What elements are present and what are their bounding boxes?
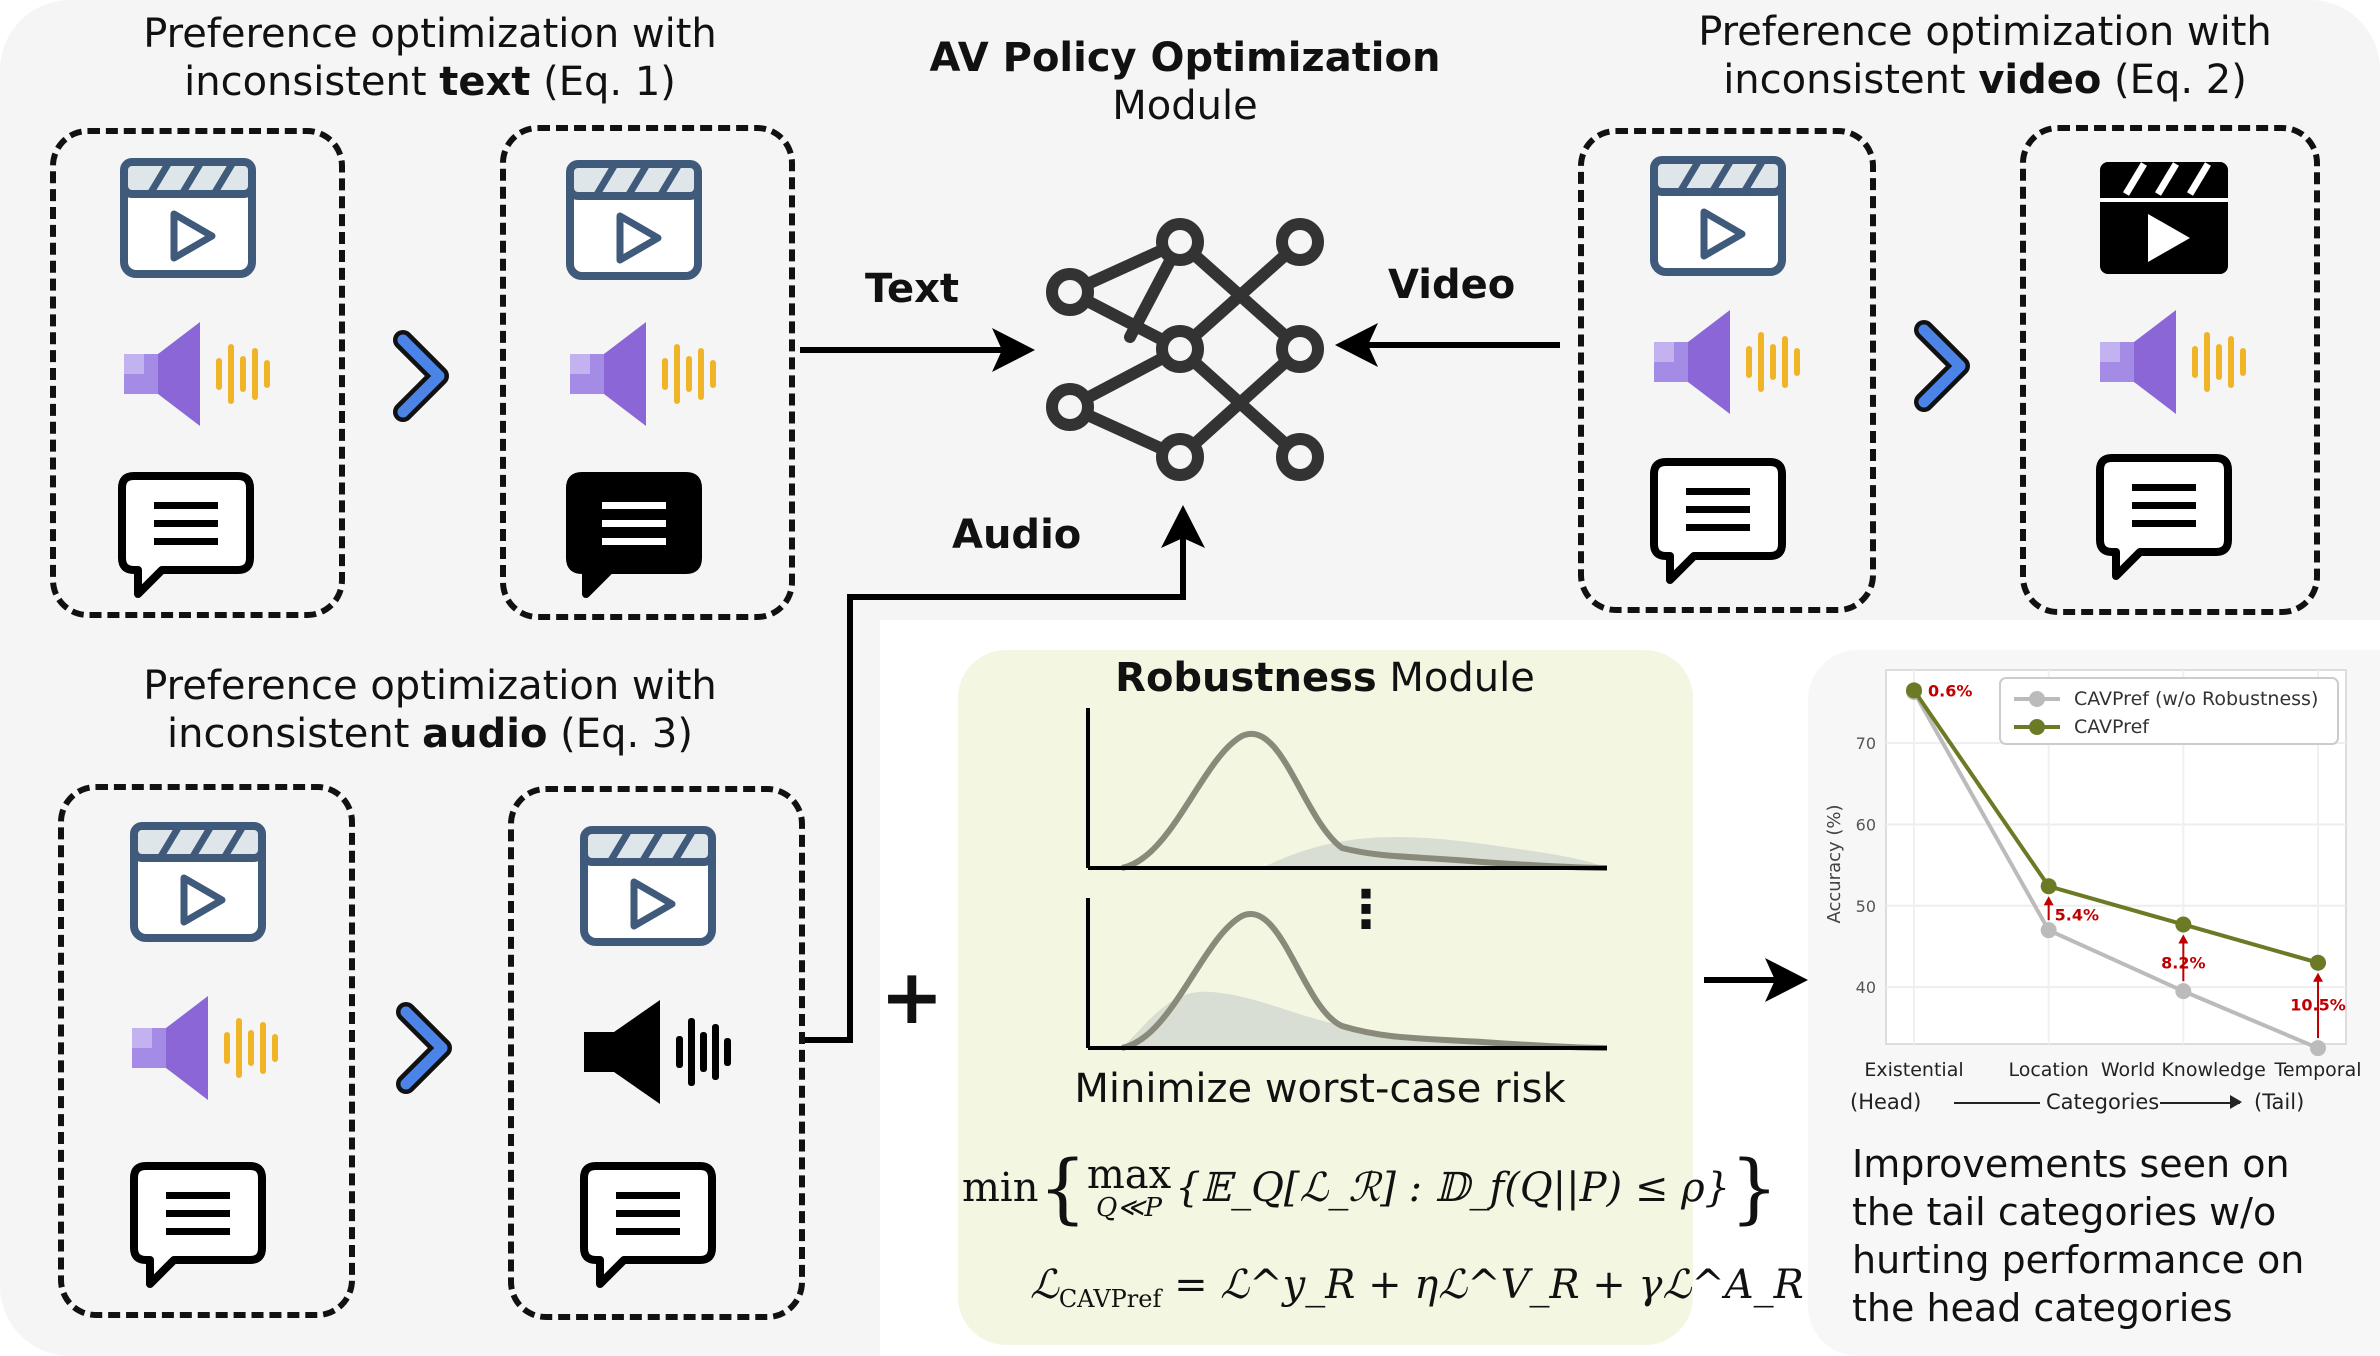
y-tick-label: 40 [1856, 978, 1876, 997]
x-tick-label: Existential [1864, 1059, 1963, 1081]
improvement-arrowhead [2043, 896, 2054, 906]
x-tick-label: Location [2008, 1059, 2088, 1081]
y-tick-label: 50 [1856, 897, 1876, 916]
video-panel-title: Preference optimization with inconsisten… [1698, 9, 2272, 103]
axis-note-categories: Categories [2046, 1090, 2160, 1114]
robustness-caption: Minimize worst-case risk [1074, 1066, 1566, 1112]
distribution-plot-top [1086, 708, 1608, 871]
video-preferred-box [1578, 128, 1876, 613]
text-arrow-label: Text [865, 266, 960, 312]
text-rejected-box [500, 125, 795, 620]
audio-arrow-label: Audio [952, 512, 1082, 558]
series-line [1912, 690, 2319, 1050]
data-point [1906, 682, 1922, 699]
improvement-label: 5.4% [2055, 905, 2099, 924]
x-tick-label: World Knowledge [2101, 1059, 2266, 1081]
legend: CAVPref (w/o Robustness) CAVPref [1999, 677, 2339, 745]
data-point [2310, 954, 2326, 971]
improvement-label: 0.6% [1928, 681, 1972, 700]
robustness-panel [958, 650, 1693, 1345]
y-tick-label: 70 [1856, 734, 1876, 753]
data-point [2175, 983, 2192, 1000]
robustness-module-title: Robustness Module [1115, 655, 1535, 701]
audio-panel-title: Preference optimization with inconsisten… [143, 663, 717, 757]
neural-network-icon [1046, 218, 1324, 481]
equation-dro: min { max Q≪P {𝔼_Q[ℒ_ℛ] : 𝔻_f(Q||P) ≤ ρ}… [962, 1143, 1779, 1232]
chart-caption: Improvements seen on the tail categories… [1852, 1142, 2305, 1330]
axis-note-tail: (Tail) [2254, 1090, 2305, 1114]
axis-note-head: (Head) [1850, 1090, 1922, 1114]
text-panel-title: Preference optimization with inconsisten… [143, 11, 717, 105]
data-point [2310, 1040, 2326, 1057]
plus-sign: + [880, 952, 944, 1041]
x-tick-label: Temporal [2274, 1059, 2362, 1081]
y-axis-label: Accuracy (%) [1824, 804, 1845, 923]
distribution-plot-bottom [1086, 898, 1608, 1051]
data-point [2040, 878, 2057, 895]
improvement-arrowhead [2178, 934, 2189, 944]
equation-cavpref-loss: ℒCAVPref = ℒ^y_R + ηℒ^V_R + γℒ^A_R [1030, 1262, 1804, 1313]
legend-item-without-robustness: CAVPref (w/o Robustness) [2074, 688, 2318, 710]
improvement-label: 8.2% [2161, 953, 2205, 972]
improvement-arrowhead [2313, 972, 2323, 982]
vertical-dots: ⋮ [1340, 880, 1392, 940]
data-point [2175, 916, 2192, 933]
data-point [2040, 922, 2057, 939]
audio-preferred-box [58, 784, 355, 1318]
improvement-label: 10.5% [2290, 996, 2346, 1015]
audio-rejected-box [508, 786, 805, 1320]
series-line [1912, 689, 2319, 965]
text-preferred-box [50, 128, 345, 618]
video-arrow-label: Video [1388, 262, 1516, 308]
axis-note-row: (Head) Categories (Tail) [1850, 1086, 2370, 1126]
y-tick-label: 60 [1856, 815, 1876, 834]
policy-module-title: AV Policy Optimization Module [929, 35, 1441, 129]
video-rejected-box [2020, 125, 2320, 615]
legend-item-cavpref: CAVPref [2074, 716, 2150, 738]
